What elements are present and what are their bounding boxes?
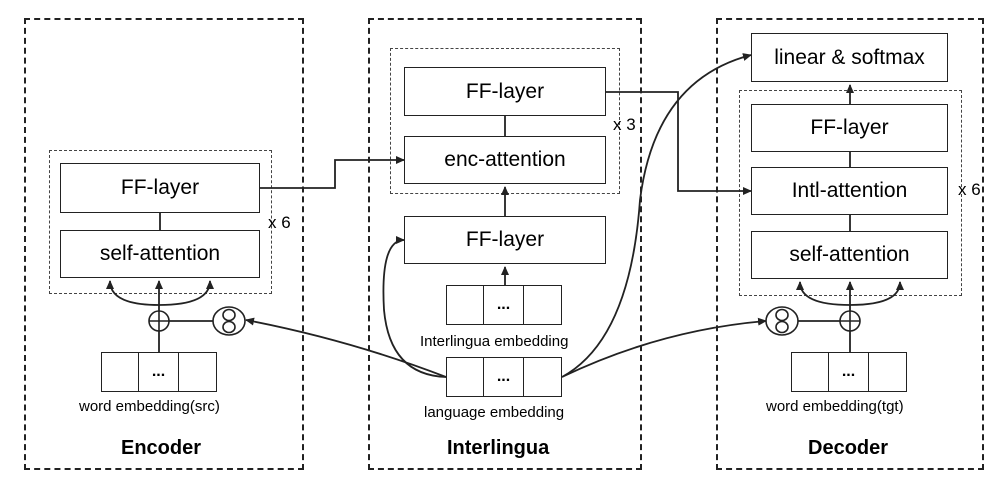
encoder-repeat-count: x 6 xyxy=(268,213,291,232)
embedding-cell xyxy=(524,285,562,325)
encoder-fanout-left xyxy=(106,280,160,306)
encoder-self-attention: self-attention xyxy=(60,230,260,278)
decoder-panel xyxy=(716,18,984,470)
interlingua-to-intl-attention xyxy=(606,91,752,195)
decoder-ff-layer: FF-layer xyxy=(751,104,948,152)
embedding-cell xyxy=(791,352,829,392)
encoder-panel xyxy=(24,18,304,470)
interlingua-title: Interlingua xyxy=(447,437,550,459)
embedding-cell xyxy=(179,352,217,392)
embedding-cell xyxy=(869,352,907,392)
encoder-embedding-label: word embedding(src) xyxy=(79,398,220,415)
interlingua-ff-layer: FF-layer xyxy=(404,216,606,264)
decoder-fanout-left xyxy=(796,281,851,306)
interlingua-embedding-label: Interlingua embedding xyxy=(420,333,569,350)
language-to-encoder-mult xyxy=(245,317,447,378)
decoder-self-attention: self-attention xyxy=(751,231,948,279)
embedding-cell-ellipsis: ... xyxy=(484,357,524,397)
decoder-word-embedding: ... xyxy=(791,352,907,392)
decoder-linear-softmax: linear & softmax xyxy=(751,33,948,82)
encoder-ff-layer: FF-layer xyxy=(60,163,260,213)
embedding-cell-ellipsis: ... xyxy=(139,352,179,392)
encoder-fanout-right xyxy=(158,280,214,306)
encoder-word-embedding: ... xyxy=(101,352,217,392)
embedding-cell xyxy=(446,285,484,325)
interlingua-panel xyxy=(368,18,642,470)
encoder-layer-stack xyxy=(49,150,272,294)
language-embedding: ... xyxy=(446,357,562,397)
language-to-ff-curve xyxy=(382,236,447,378)
interlingua-repeat-count: x 3 xyxy=(613,115,636,134)
embedding-cell-ellipsis: ... xyxy=(829,352,869,392)
encoder-multiply-icon xyxy=(212,306,246,336)
decoder-repeat-count: x 6 xyxy=(958,180,981,199)
decoder-fanout-right xyxy=(849,281,904,306)
interlingua-ff-layer-top: FF-layer xyxy=(404,67,606,116)
decoder-multiply-icon xyxy=(765,306,799,336)
decoder-embedding-label: word embedding(tgt) xyxy=(766,398,904,415)
language-embedding-label: language embedding xyxy=(424,404,565,421)
decoder-intl-attention: Intl-attention xyxy=(751,167,948,215)
embedding-cell-ellipsis: ... xyxy=(484,285,524,325)
interlingua-embedding: ... xyxy=(446,285,562,325)
encoder-to-enc-attention xyxy=(260,156,405,189)
decoder-add-icon xyxy=(839,310,861,332)
embedding-cell xyxy=(101,352,139,392)
embedding-cell xyxy=(446,357,484,397)
encoder-title: Encoder xyxy=(121,437,202,459)
embedding-cell xyxy=(524,357,562,397)
interlingua-enc-attention: enc-attention xyxy=(404,136,606,184)
encoder-add-icon xyxy=(148,310,170,332)
language-to-decoder-mult xyxy=(561,317,767,378)
language-to-softmax xyxy=(561,53,752,378)
decoder-title: Decoder xyxy=(808,437,889,459)
